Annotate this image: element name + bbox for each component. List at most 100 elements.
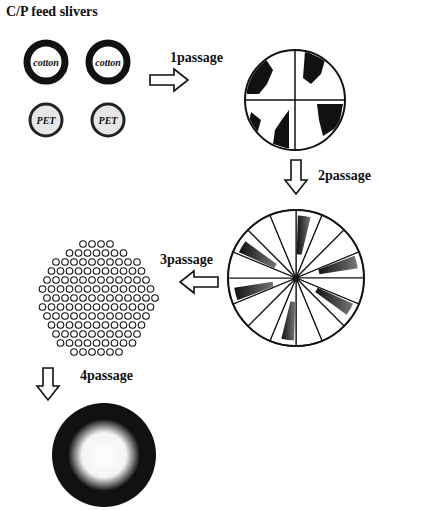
fibre-dot: [53, 259, 60, 266]
cotton-patch: [234, 282, 274, 300]
fibre-dot: [89, 277, 96, 284]
fibre-dot: [125, 313, 132, 320]
fibre-dot: [53, 295, 60, 302]
fibre-dot: [116, 259, 123, 266]
fibre-dot: [111, 304, 118, 311]
fibre-dot: [138, 286, 145, 293]
fibre-dot: [84, 268, 91, 275]
process-arrow: [285, 160, 307, 194]
fibre-dot: [44, 313, 51, 320]
fibre-dot: [107, 349, 114, 356]
fibre-dot: [116, 313, 123, 320]
fibre-dot: [129, 304, 136, 311]
fibre-dot: [89, 313, 96, 320]
sliver-circle: PET: [28, 102, 64, 138]
sliver-label: cotton: [33, 57, 59, 68]
cotton-patch: [273, 110, 289, 149]
fibre-dot: [134, 295, 141, 302]
fibre-dot: [80, 277, 87, 284]
fibre-dot: [57, 304, 64, 311]
fibre-dot: [89, 331, 96, 338]
fibre-dot: [111, 250, 118, 257]
fibre-dot: [107, 259, 114, 266]
fibre-dot: [84, 304, 91, 311]
fibre-dot: [120, 250, 127, 257]
fibre-dot: [125, 331, 132, 338]
fibre-dot: [75, 268, 82, 275]
fibre-dot: [102, 268, 109, 275]
fibre-dot: [120, 304, 127, 311]
third-passage-cross-section: [39, 241, 158, 356]
fibre-dot: [53, 277, 60, 284]
fibre-dot: [75, 250, 82, 257]
fibre-dot: [102, 340, 109, 347]
sliver-label: cotton: [95, 57, 121, 68]
passage-label: 1passage: [170, 50, 223, 66]
cotton-patch: [239, 241, 277, 268]
fibre-dot: [62, 277, 69, 284]
fourth-passage-cross-section: [52, 403, 156, 507]
fibre-dot: [98, 349, 105, 356]
fibre-dot: [120, 286, 127, 293]
fibre-dot: [62, 331, 69, 338]
passage-label: 4passage: [80, 368, 133, 384]
fibre-dot: [84, 250, 91, 257]
sector: [296, 252, 364, 278]
first-passage-cross-section: [245, 50, 345, 150]
fibre-dot: [80, 259, 87, 266]
fibre-dot: [89, 259, 96, 266]
fibre-dot: [75, 304, 82, 311]
fibre-dot: [93, 304, 100, 311]
fibre-dot: [98, 331, 105, 338]
fibre-dot: [143, 295, 150, 302]
fibre-dot: [129, 322, 136, 329]
fibre-dot: [93, 268, 100, 275]
fibre-dot: [111, 340, 118, 347]
sliver-circle: cotton: [23, 39, 69, 85]
fibre-dot: [84, 322, 91, 329]
cotton-patch: [315, 288, 353, 315]
sliver-label: PET: [99, 115, 118, 126]
fibre-dot: [84, 340, 91, 347]
sliver-circle: PET: [90, 102, 126, 138]
fibre-dot: [89, 349, 96, 356]
fibre-dot: [111, 322, 118, 329]
fibre-dot: [111, 286, 118, 293]
fibre-dot: [71, 313, 78, 320]
cotton-patch: [297, 215, 311, 254]
fibre-dot: [53, 313, 60, 320]
fibre-dot: [102, 250, 109, 257]
fibre-dot: [116, 349, 123, 356]
fibre-dot: [116, 331, 123, 338]
fibre-dot: [152, 295, 159, 302]
fibre-dot: [147, 304, 154, 311]
fibre-dot: [125, 277, 132, 284]
fibre-dot: [75, 322, 82, 329]
fibre-dot: [98, 313, 105, 320]
fibre-dot: [39, 304, 46, 311]
fibre-dot: [107, 331, 114, 338]
process-arrow: [37, 368, 59, 400]
fibre-dot: [39, 286, 46, 293]
fibre-dot: [138, 322, 145, 329]
cotton-patch: [247, 58, 273, 94]
fibre-dot: [120, 340, 127, 347]
fibre-dot: [116, 295, 123, 302]
fibre-dot: [48, 322, 55, 329]
fibre-dot: [80, 295, 87, 302]
fibre-dot: [71, 349, 78, 356]
fibre-dot: [80, 241, 87, 248]
fibre-dot: [66, 322, 73, 329]
fibre-dot: [102, 304, 109, 311]
fibre-dot: [147, 286, 154, 293]
fibre-dot: [44, 295, 51, 302]
fibre-dot: [48, 286, 55, 293]
fibre-dot: [66, 340, 73, 347]
sliver-label: PET: [37, 115, 56, 126]
fibre-dot: [62, 295, 69, 302]
cotton-patch: [318, 256, 358, 274]
cotton-patch: [281, 301, 295, 340]
fibre-dot: [62, 313, 69, 320]
fibre-dot: [107, 295, 114, 302]
fibre-dot: [102, 322, 109, 329]
